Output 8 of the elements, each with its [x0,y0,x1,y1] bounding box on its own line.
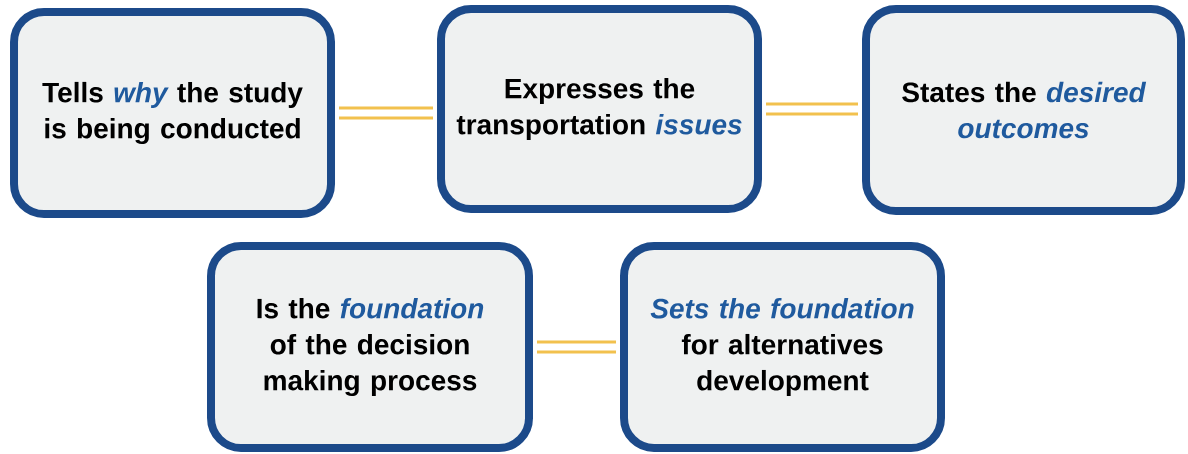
text-box: Tells why the study is being conducted [10,8,335,218]
double-line-connector [766,102,858,116]
text-box: Is the foundation of the decision making process [207,242,533,452]
text-box: Expresses the transportation issues [437,5,762,213]
double-line-connector [537,340,616,354]
double-line-connector [339,106,433,120]
text-box: Sets the foundation for alternatives development [620,242,945,452]
text-box: States the desired outcomes [862,5,1185,215]
